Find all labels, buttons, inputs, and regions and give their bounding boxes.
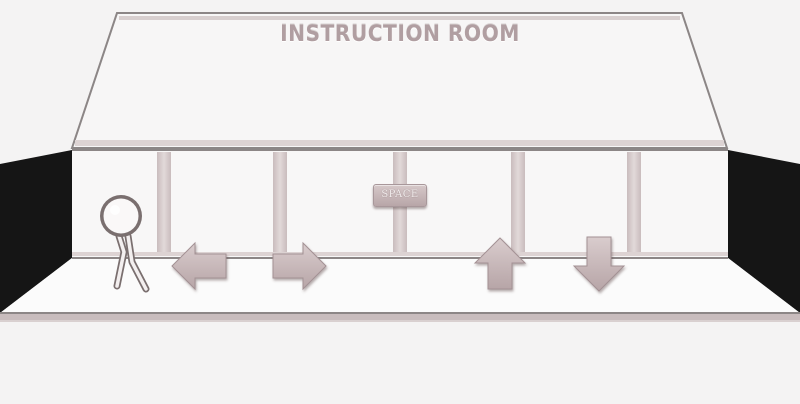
wall-beam [627,152,641,256]
stick-figure-icon [100,195,150,293]
wall-beam [157,152,171,256]
arrow-up-icon [473,237,527,290]
room-title: INSTRUCTION ROOM [280,22,520,47]
arrow-left-icon [171,241,227,291]
floor-front-rail [0,313,800,320]
right-side-wall [728,150,800,313]
arrow-down-icon [572,236,626,292]
space-key: SPACE [373,184,427,207]
wall-beam [511,152,525,256]
wall-beam [273,152,287,256]
left-side-wall [0,150,72,313]
ceiling [70,12,729,149]
space-key-label: SPACE [381,189,419,200]
arrow-right-icon [272,241,327,291]
